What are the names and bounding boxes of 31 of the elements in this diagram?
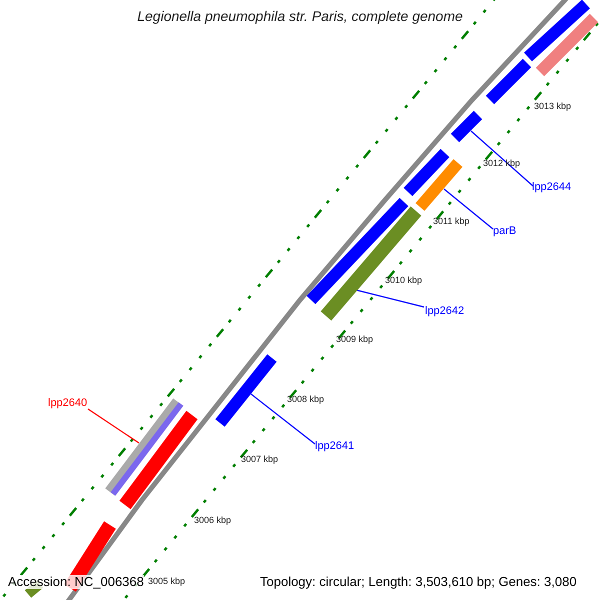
scale-label: 3007 kbp	[241, 455, 278, 465]
scale-label: 3011 kbp	[433, 217, 470, 227]
gene-bar	[416, 159, 462, 211]
gene-bar	[536, 14, 598, 76]
gene-bar	[119, 410, 198, 510]
scale-label: 3009 kbp	[336, 335, 374, 345]
leader-line	[250, 394, 316, 444]
scale-label: 3008 kbp	[287, 395, 324, 405]
leader-line	[88, 408, 140, 444]
accession-text: Accession: NC_006368	[8, 575, 144, 590]
gene-label: lpp2640	[48, 397, 88, 410]
gene-bar	[524, 0, 590, 62]
gene-bar	[404, 148, 450, 196]
gene-label: parB	[493, 225, 516, 238]
gene-bar	[215, 354, 277, 427]
leader-line	[356, 289, 424, 308]
gene-bar	[486, 58, 532, 104]
gene-bar	[320, 206, 422, 321]
gene-label: lpp2641	[315, 440, 354, 452]
diagram-title: Legionella pneumophila str. Paris, complete genome	[136, 9, 464, 24]
gene-label: lpp2642	[425, 305, 464, 318]
scale-label: 3006 kbp	[194, 516, 232, 526]
gene-bar	[306, 198, 408, 304]
scale-label: 3005 kbp	[148, 577, 186, 587]
leader-line	[470, 130, 534, 186]
scale-label: 3013 kbp	[534, 102, 572, 112]
genome-stats-text: Topology: circular; Length: 3,503,610 bp; Genes: 3,080	[260, 575, 577, 590]
scale-label: 3010 kbp	[385, 276, 422, 286]
gene-bar	[450, 110, 482, 142]
gene-label: lpp2644	[532, 181, 572, 194]
scale-label: 3012 kbp	[483, 159, 520, 169]
